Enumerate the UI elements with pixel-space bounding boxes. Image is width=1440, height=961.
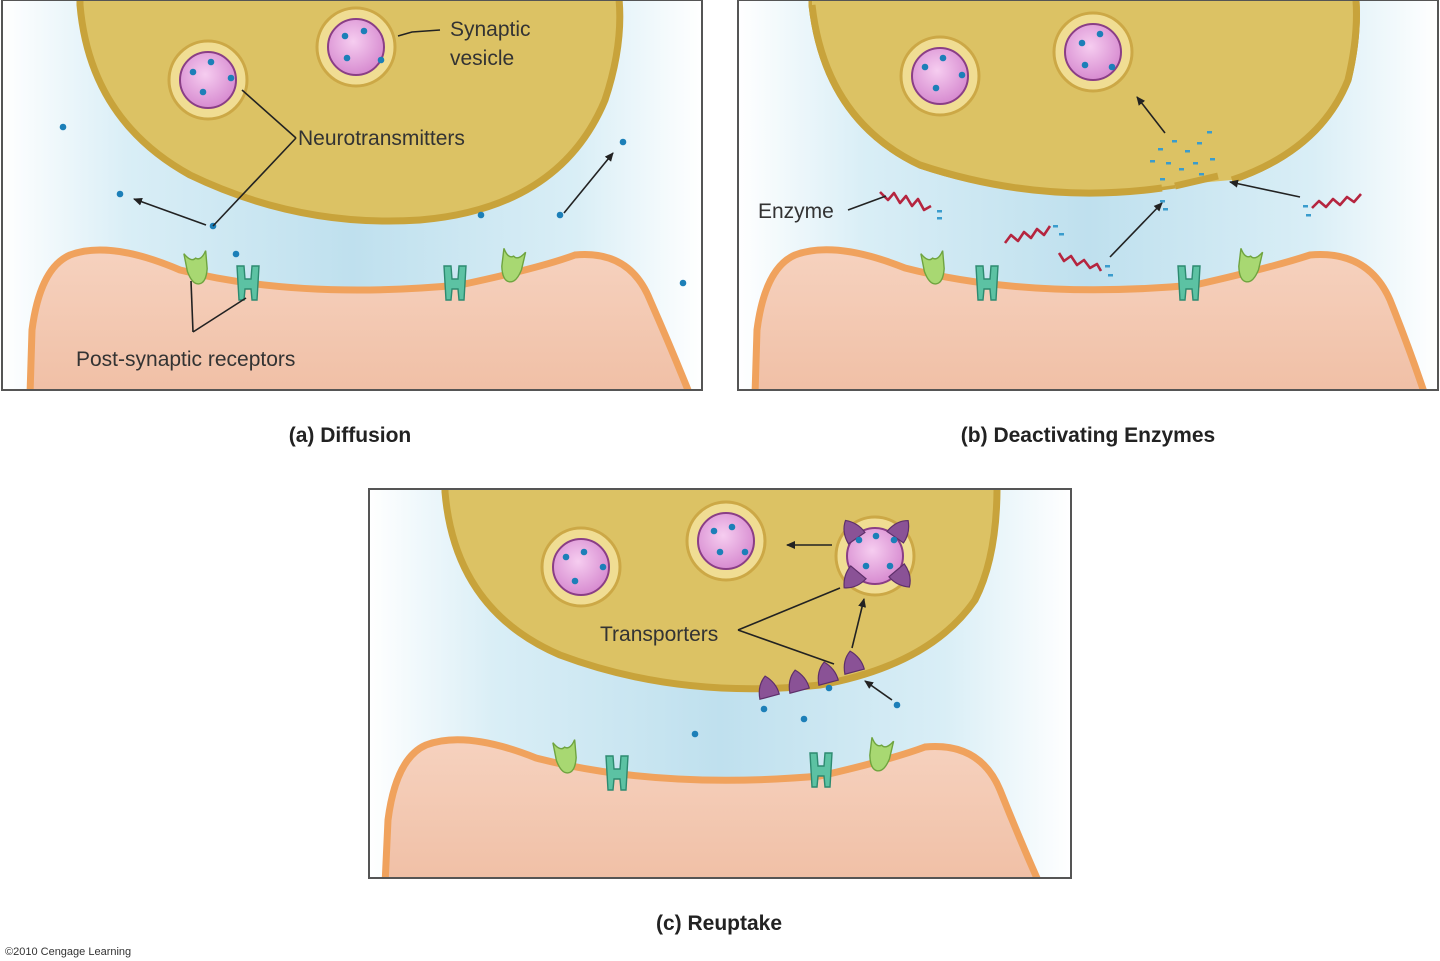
panel-a: Synaptic vesicle Neurotransmitters Post-…	[1, 0, 703, 447]
reuptake-arrow	[851, 598, 866, 649]
recycling-arrow	[1136, 96, 1166, 134]
label-enzyme: Enzyme	[758, 200, 834, 223]
label-post-synaptic-receptors: Post-synaptic receptors	[76, 348, 295, 371]
enzyme-zigzag-icon	[1311, 193, 1362, 209]
caption-a: (a) Diffusion	[289, 424, 411, 447]
neurotransmitter-dots	[59, 27, 687, 287]
synaptic-vesicle	[540, 526, 622, 608]
postsynaptic-membrane	[381, 736, 1041, 878]
synaptic-vesicle	[1052, 11, 1134, 93]
copyright-notice: ©2010 Cengage Learning	[5, 946, 131, 958]
label-transporters: Transporters	[600, 623, 718, 646]
recycling-arrow	[1229, 179, 1301, 198]
recycling-arrow	[1109, 202, 1163, 258]
diffusion-arrow	[563, 152, 614, 214]
synaptic-vesicle	[685, 500, 767, 582]
label-synaptic-vesicle-line1: Synaptic	[450, 18, 531, 41]
label-neurotransmitters: Neurotransmitters	[298, 127, 465, 150]
enzyme-zigzag-icon	[1057, 252, 1103, 272]
caption-b: (b) Deactivating Enzymes	[961, 424, 1215, 447]
neurotransmitter-dots	[921, 30, 1116, 92]
diffusion-arrow	[133, 197, 207, 226]
reuptake-arrow	[864, 680, 893, 701]
enzyme-zigzag-icon	[1003, 225, 1052, 244]
label-synaptic-vesicle-line2: vesicle	[450, 47, 514, 70]
postsynaptic-membrane	[751, 246, 1428, 390]
synaptic-vesicle	[167, 39, 249, 121]
caption-c: (c) Reuptake	[656, 912, 782, 935]
deactivated-fragments	[937, 131, 1311, 277]
synaptic-vesicle	[315, 6, 397, 88]
synaptic-vesicle	[899, 35, 981, 117]
postsynaptic-membrane	[26, 246, 692, 390]
panel-b: Enzyme (b) Deactivating Enzymes	[737, 0, 1439, 447]
panel-c: Transporters (c) Reuptake	[368, 488, 1072, 935]
enzyme-zigzag-icon	[879, 191, 932, 212]
neurotransmitter-dots	[562, 523, 901, 738]
